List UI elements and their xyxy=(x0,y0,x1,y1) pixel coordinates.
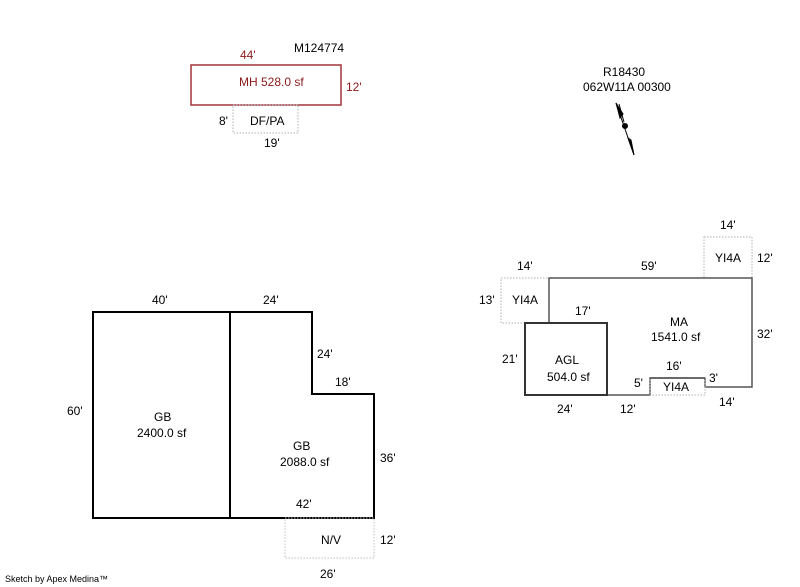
parcel-id: R18430 xyxy=(603,65,645,79)
nv-dim-right: 12' xyxy=(380,533,396,547)
dfpa-dim-left: 8' xyxy=(219,114,228,128)
yi4a-left-dim-left: 13' xyxy=(479,293,495,307)
footer-credit: Sketch by Apex Medina™ xyxy=(5,574,108,584)
agl-dim-left: 21' xyxy=(502,352,518,366)
north-arrow-icon xyxy=(615,102,635,156)
ma-name: MA xyxy=(670,315,688,329)
mh-label: MH 528.0 sf xyxy=(239,75,304,89)
mh-dim-top: 44' xyxy=(240,48,256,62)
gb2-dim-step-v: 24' xyxy=(317,347,333,361)
ma-dim-right: 32' xyxy=(757,327,773,341)
ma-dim-bottom-right: 14' xyxy=(719,395,735,409)
ma-area: 1541.0 sf xyxy=(651,330,701,344)
gb1-area: 2400.0 sf xyxy=(137,426,187,440)
agl-dim-top: 17' xyxy=(575,304,591,318)
dfpa-label: DF/PA xyxy=(250,114,284,128)
dfpa-outline[interactable] xyxy=(232,104,299,134)
parcel-code: 062W11A 00300 xyxy=(583,80,671,94)
dfpa-dim-bottom: 19' xyxy=(264,136,280,150)
gb2-outline[interactable] xyxy=(230,311,375,519)
yi4a-top-dim-right: 12' xyxy=(757,251,773,265)
yi4a-top-label: YI4A xyxy=(715,251,741,265)
yi4a-small-dim-top: 16' xyxy=(666,359,682,373)
gb2-dim-top: 24' xyxy=(263,293,279,307)
gb1-outline[interactable] xyxy=(92,311,230,519)
mh-id: M124774 xyxy=(294,41,344,55)
nv-outline[interactable] xyxy=(284,517,375,559)
mh-dim-right: 12' xyxy=(346,80,362,94)
yi4a-top-outline[interactable] xyxy=(703,236,753,279)
ma-dim-top: 59' xyxy=(641,259,657,273)
gb2-area: 2088.0 sf xyxy=(280,455,330,469)
yi4a-small-label: YI4A xyxy=(663,380,689,394)
agl-area: 504.0 sf xyxy=(547,370,590,384)
yi4a-left-dim-top: 14' xyxy=(517,259,533,273)
yi4a-top-dim-top: 14' xyxy=(720,218,736,232)
ma-dim-step: 3' xyxy=(709,371,718,385)
gb1-dim-top: 40' xyxy=(152,293,168,307)
gb2-dim-bottom: 42' xyxy=(296,497,312,511)
agl-dim-bottom: 24' xyxy=(557,402,573,416)
agl-name: AGL xyxy=(555,353,579,367)
yi4a-small-dim-left: 5' xyxy=(634,376,643,390)
nv-dim-bottom: 26' xyxy=(320,567,336,581)
gb1-name: GB xyxy=(154,410,171,424)
gb1-dim-left: 60' xyxy=(67,404,83,418)
ma-dim-bottom-mid: 12' xyxy=(620,402,636,416)
nv-label: N/V xyxy=(321,533,341,547)
yi4a-left-label: YI4A xyxy=(512,293,538,307)
gb2-dim-step-h: 18' xyxy=(335,375,351,389)
agl-outline[interactable] xyxy=(524,322,608,396)
gb2-dim-right: 36' xyxy=(380,451,396,465)
gb2-name: GB xyxy=(293,439,310,453)
